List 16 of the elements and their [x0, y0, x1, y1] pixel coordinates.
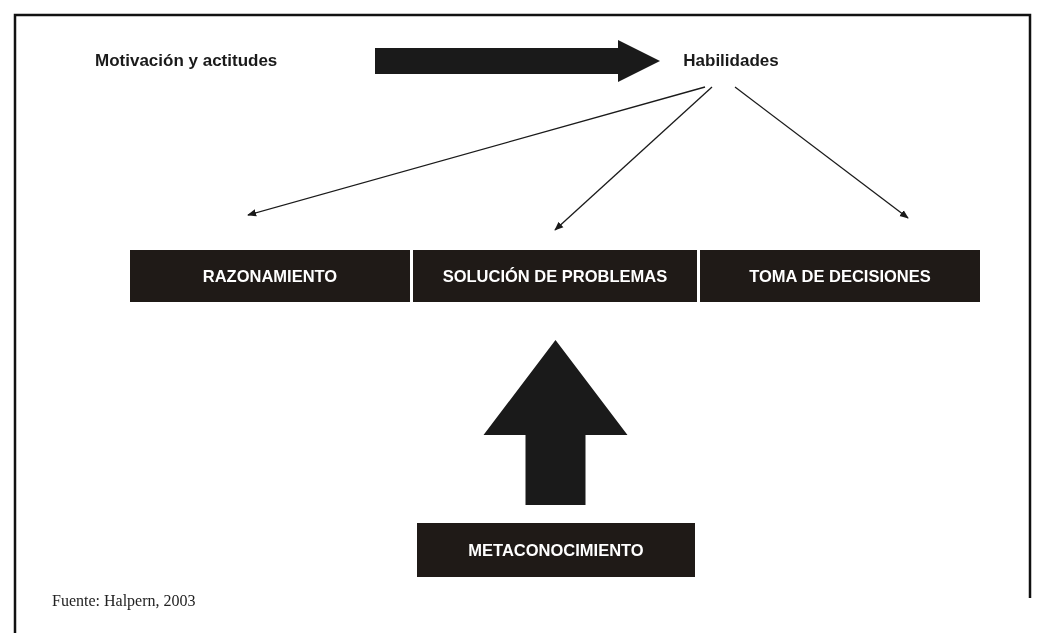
node-label: Motivación y actitudes [95, 51, 278, 71]
node-label: SOLUCIÓN DE PROBLEMAS [442, 266, 668, 286]
node-label: TOMA DE DECISIONES [749, 266, 931, 286]
skill-box [700, 250, 980, 302]
skill-box [413, 250, 697, 302]
block-arrow [483, 340, 628, 505]
node-label: Habilidades [683, 51, 779, 71]
node-label: METACONOCIMIENTO [468, 540, 644, 560]
arrow [554, 86, 713, 231]
skill-box [417, 523, 695, 577]
arrow [247, 86, 706, 217]
skill-box [130, 250, 410, 302]
arrow [734, 86, 909, 219]
node-label: RAZONAMIENTO [202, 266, 338, 286]
block-arrow [375, 40, 660, 82]
caption: Fuente: Halpern, 2003 [52, 592, 196, 610]
